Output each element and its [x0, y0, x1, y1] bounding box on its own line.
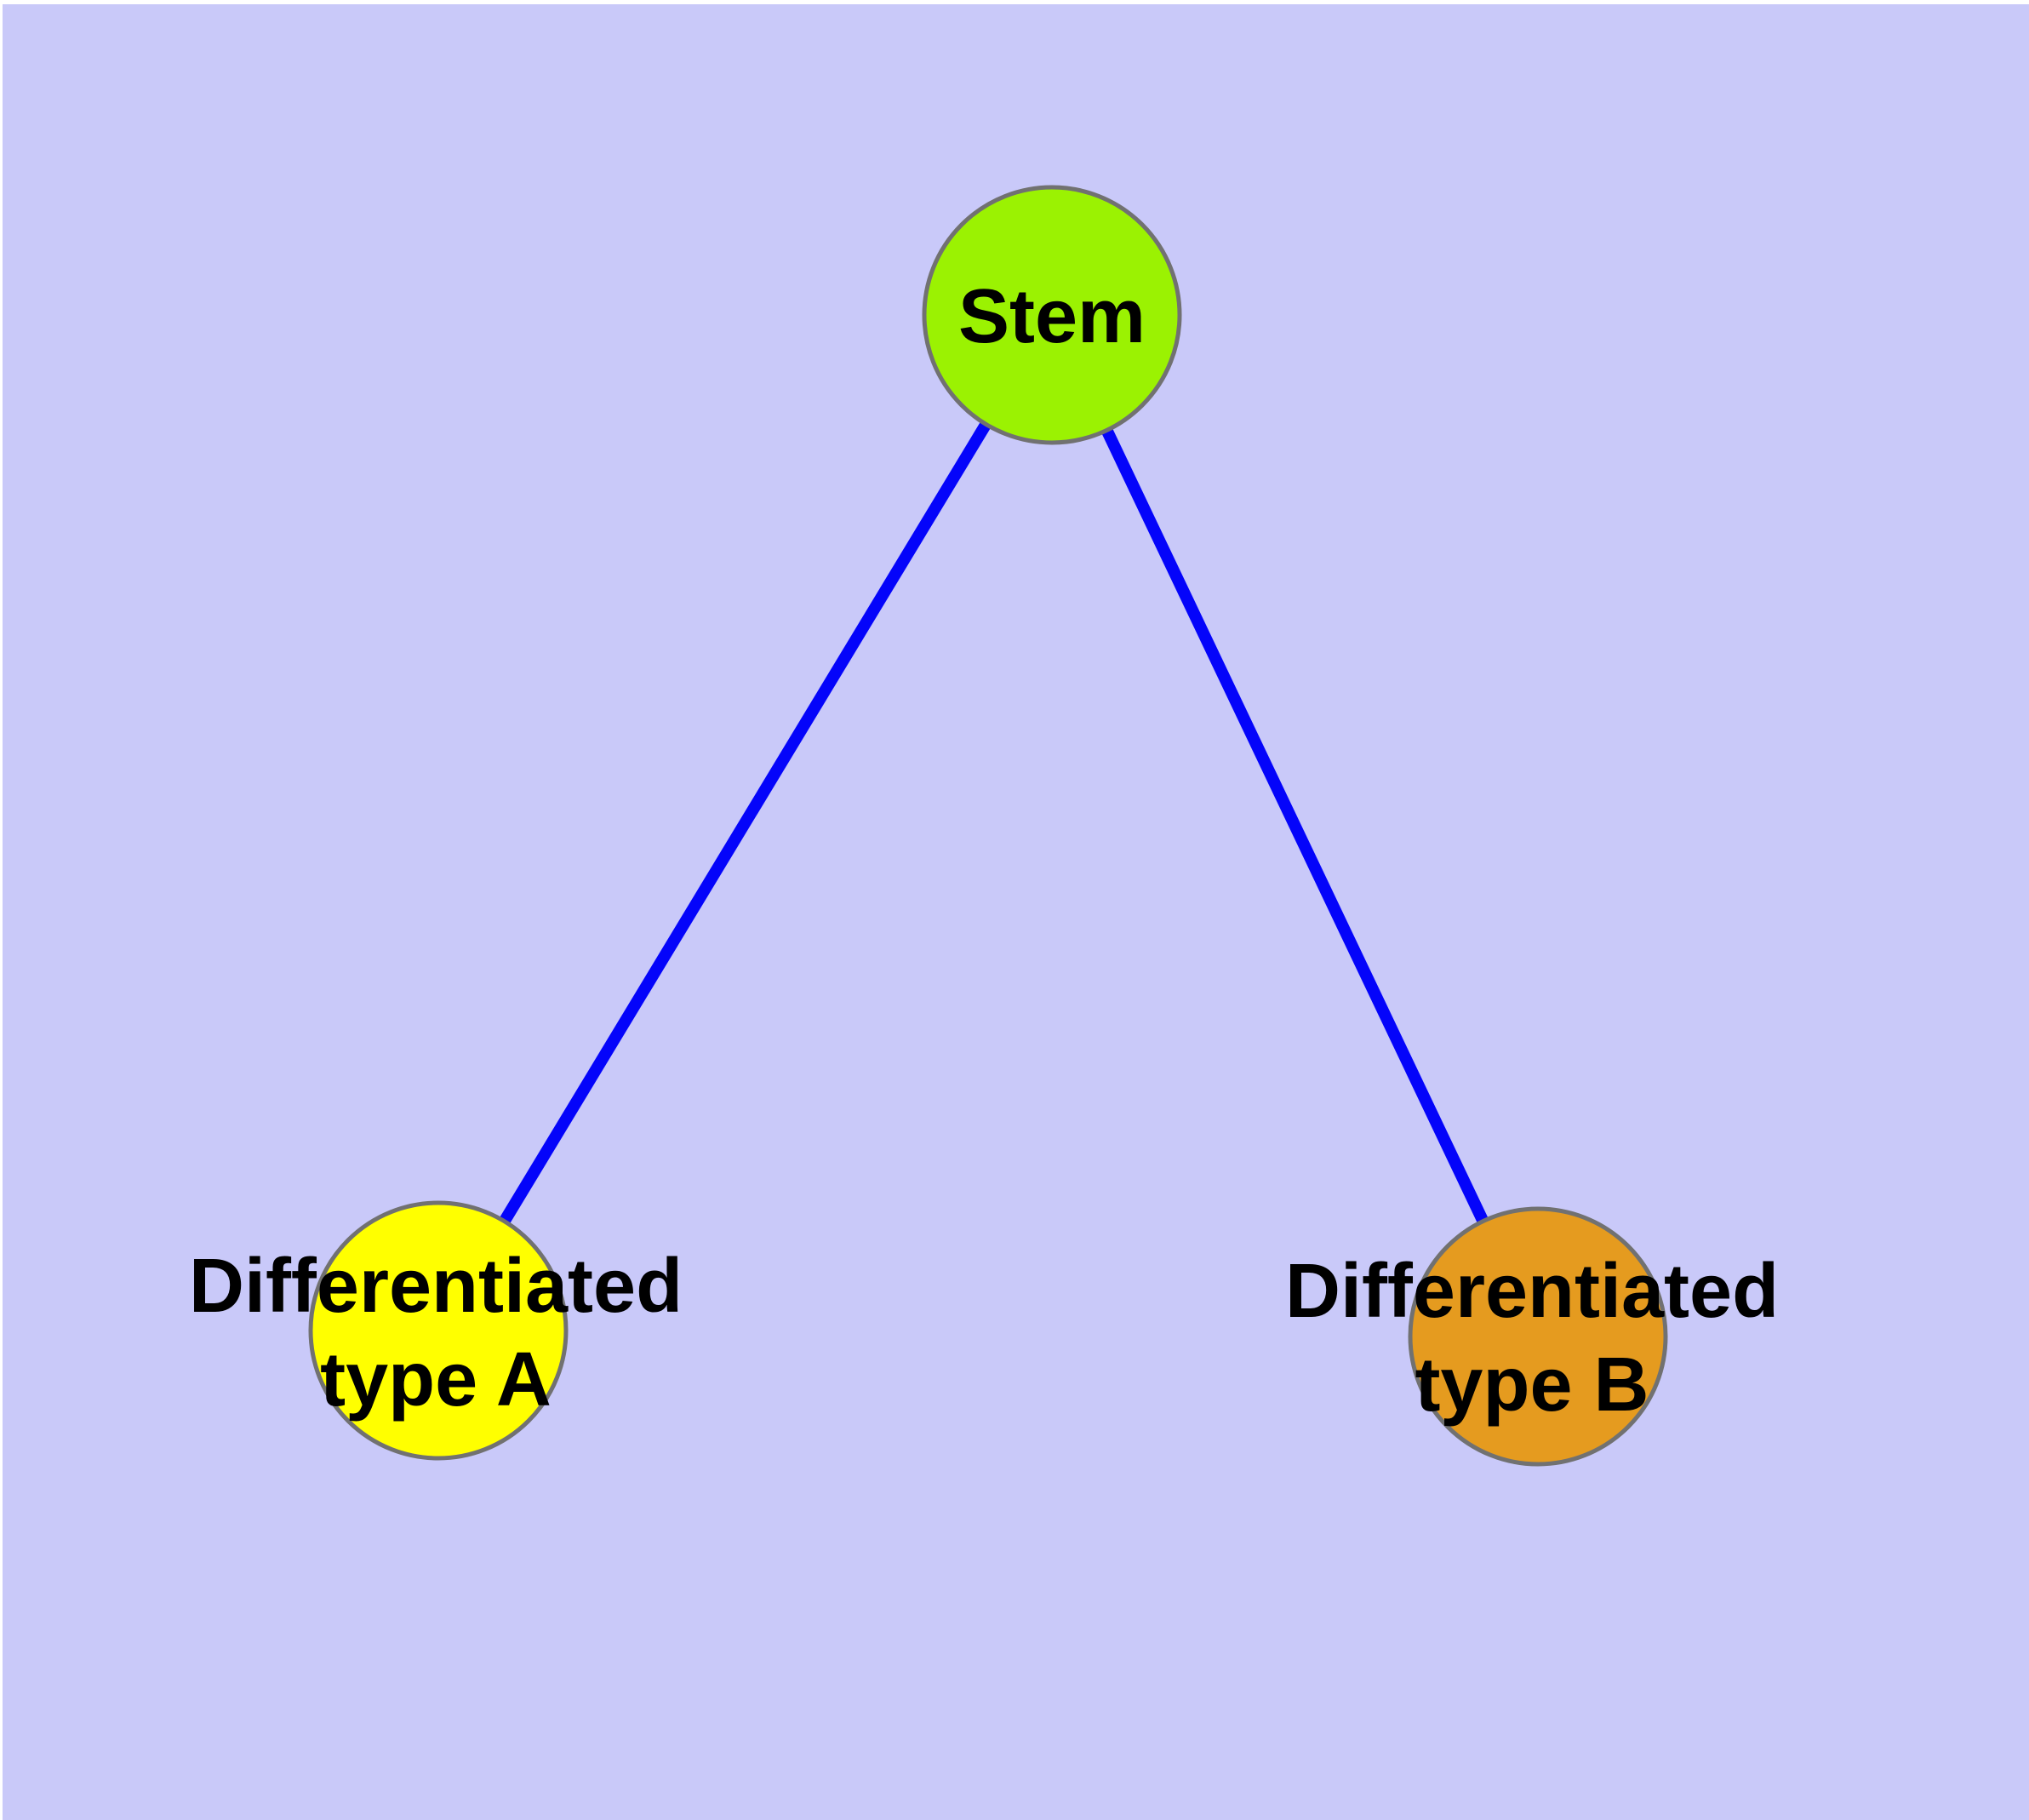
node-type-b-label: Differentiated type B [1285, 1245, 1779, 1432]
node-stem-label-text: Stem [957, 274, 1146, 359]
edge-stem-to-type-b [1046, 312, 1544, 1340]
edge-stem-to-type-a [433, 312, 1057, 1334]
node-type-b-circle[interactable] [1408, 1206, 1668, 1467]
node-type-a-label: Differentiated type A [189, 1239, 683, 1427]
node-type-a-label-line2: type A [320, 1337, 552, 1422]
node-stem-circle[interactable] [922, 185, 1182, 445]
node-type-b-label-line2: type B [1415, 1342, 1649, 1428]
node-type-b-label-line1: Differentiated [1284, 1249, 1780, 1334]
node-type-a-circle[interactable] [308, 1200, 569, 1461]
node-stem-label: Stem [958, 270, 1146, 363]
node-type-a-label-line1: Differentiated [188, 1244, 683, 1329]
